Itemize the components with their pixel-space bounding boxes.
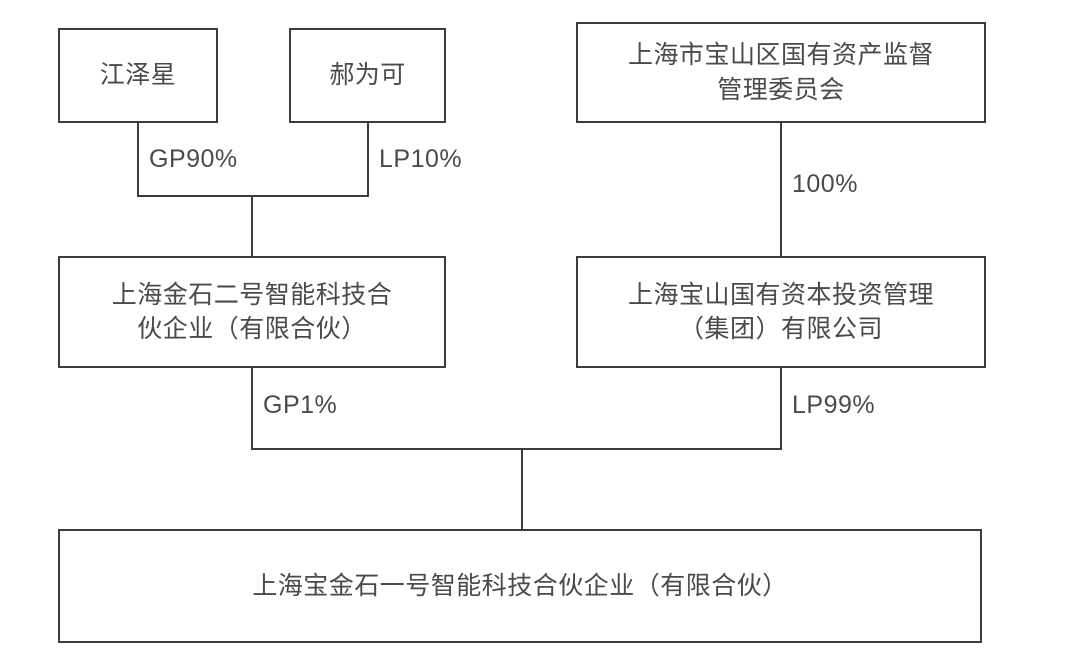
connector-sasac-to-baoshan-capital — [780, 121, 782, 258]
connector-lower-horizontal-bar — [251, 448, 782, 450]
node-baoshan-state-capital-group-label: 上海宝山国有资本投资管理 （集团）有限公司 — [627, 280, 934, 344]
node-jiang-zexing-label: 江泽星 — [99, 61, 177, 90]
connector-jiang-zexing-drop — [137, 121, 139, 197]
node-baoshan-district-sasac-label: 上海市宝山区国有资产监督 管理委员会 — [627, 41, 934, 104]
connector-hao-weike-drop — [367, 121, 369, 197]
node-jinshi-no2-partnership[interactable]: 上海金石二号智能科技合 伙企业（有限合伙） — [58, 256, 446, 368]
connector-upper-stem — [251, 195, 253, 258]
node-jinshi-no2-partnership-label: 上海金石二号智能科技合 伙企业（有限合伙） — [111, 280, 393, 344]
connector-lower-stem — [521, 448, 523, 531]
edge-label-gp1: GP1% — [263, 391, 338, 419]
node-baoshan-district-sasac[interactable]: 上海市宝山区国有资产监督 管理委员会 — [576, 22, 986, 123]
node-hao-weike[interactable]: 郝为可 — [289, 28, 446, 123]
node-baojinshi-no1-partnership[interactable]: 上海宝金石一号智能科技合伙企业（有限合伙） — [58, 529, 982, 643]
edge-label-lp10: LP10% — [379, 145, 463, 173]
edge-label-100-percent: 100% — [792, 170, 858, 198]
edge-label-gp90: GP90% — [149, 145, 238, 173]
node-hao-weike-label: 郝为可 — [329, 61, 406, 90]
connector-upper-horizontal-bar — [137, 195, 369, 197]
connector-jinshi-no2-drop — [251, 366, 253, 450]
node-jiang-zexing[interactable]: 江泽星 — [58, 28, 218, 123]
connector-baoshan-capital-drop — [780, 366, 782, 450]
node-baoshan-state-capital-group[interactable]: 上海宝山国有资本投资管理 （集团）有限公司 — [576, 256, 986, 368]
edge-label-lp99: LP99% — [792, 391, 876, 419]
node-baojinshi-no1-partnership-label: 上海宝金石一号智能科技合伙企业（有限合伙） — [252, 571, 788, 600]
